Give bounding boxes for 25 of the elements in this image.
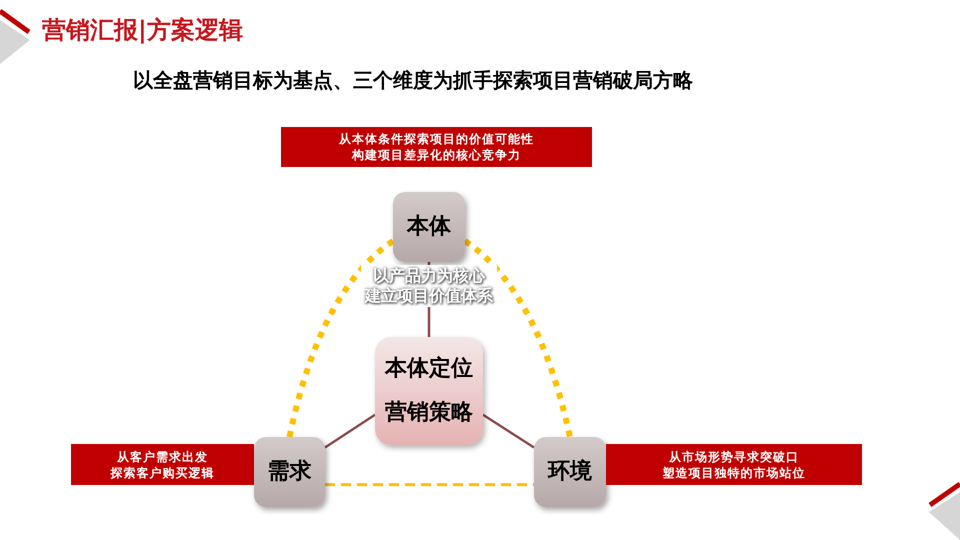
rounded-square-node xyxy=(393,192,465,262)
banner-text: 从市场形势寻求突破口 xyxy=(669,448,799,464)
node-label: 需求 xyxy=(268,458,312,486)
banner-text: 从本体条件探索项目的价值可能性 xyxy=(339,131,534,147)
dotted-connector xyxy=(463,238,573,438)
node-label: 环境 xyxy=(548,458,592,486)
banner xyxy=(281,127,592,167)
node-label: 本体 xyxy=(407,213,451,241)
node-label: 营销策略 xyxy=(385,399,473,427)
subtitle: 以全盘营销目标为基点、三个维度为抓手探索项目营销破局方略 xyxy=(133,67,693,93)
rounded-square-node xyxy=(254,437,325,507)
connector-line xyxy=(482,414,535,449)
banner xyxy=(71,444,254,485)
page-title: 营销汇报|方案逻辑 xyxy=(42,15,243,46)
node-label: 本体定位 xyxy=(385,355,473,383)
banner-text: 构建项目差异化的核心竞争力 xyxy=(352,147,521,163)
rounded-square-node xyxy=(375,337,483,445)
dotted-connector xyxy=(286,238,395,438)
rounded-square-node xyxy=(534,437,606,507)
connector-line xyxy=(324,414,376,449)
banner-text: 塑造项目独特的市场站位 xyxy=(662,464,806,480)
banner-text: 从客户需求出发 xyxy=(117,448,208,464)
banner-text: 探索客户购买逻辑 xyxy=(110,464,214,480)
banner xyxy=(606,444,862,485)
dotted-connector xyxy=(325,483,534,486)
